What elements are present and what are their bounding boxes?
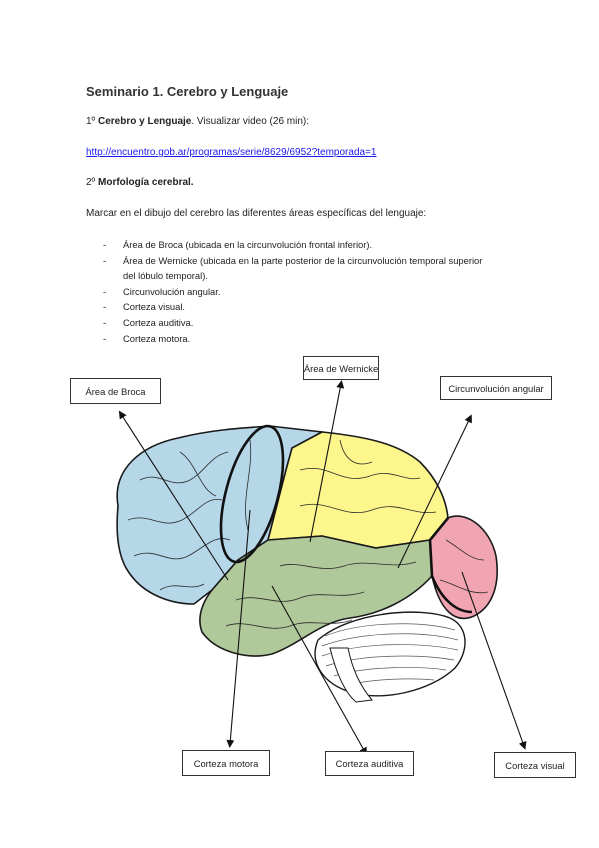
bullet-marker: -: [103, 239, 107, 250]
video-link[interactable]: http://encuentro.gob.ar/programas/serie/…: [86, 147, 377, 158]
list-item: - Corteza visual.: [103, 299, 482, 315]
list-item-continuation: del lóbulo temporal).: [103, 268, 482, 284]
broca-area-ellipse: [219, 424, 285, 564]
list-item-text: del lóbulo temporal).: [123, 270, 208, 282]
arrow-auditiva: [271, 585, 367, 756]
label-arrows: [118, 380, 527, 756]
list-item: - Corteza auditiva.: [103, 315, 482, 331]
section-1-number: 1º: [86, 116, 96, 127]
list-item-text: Corteza motora.: [123, 332, 191, 344]
arrow-broca: [118, 410, 229, 581]
section-2-number: 2º: [86, 177, 96, 188]
label-angular: Circunvolución angular: [440, 376, 552, 400]
section-2-heading: Morfología cerebral.: [98, 177, 194, 188]
list-item-text: Área de Wernicke (ubicada en la parte po…: [123, 254, 483, 266]
section-2-line: 2º Morfología cerebral.: [86, 177, 194, 188]
list-item: - Área de Broca (ubicada en la circunvolu…: [103, 237, 482, 253]
section-1-heading: Cerebro y Lenguaje: [98, 116, 192, 127]
label-motora: Corteza motora: [182, 750, 270, 776]
bullet-marker: -: [103, 254, 107, 266]
list-item-text: Corteza auditiva.: [123, 316, 194, 328]
section-1-text: . Visualizar video (26 min):: [191, 116, 310, 127]
brain-gyri: [127, 439, 489, 629]
label-visual: Corteza visual: [494, 752, 576, 778]
list-item-text: Corteza visual.: [123, 301, 186, 313]
list-item: - Área de Wernicke (ubicada en la parte p…: [103, 253, 482, 269]
arrow-visual: [461, 571, 527, 750]
label-broca: Área de Broca: [70, 378, 161, 404]
language-areas-list: - Área de Broca (ubicada en la circunvolu…: [103, 237, 482, 346]
instruction-text: Marcar en el dibujo del cerebro las dife…: [86, 208, 427, 219]
list-item: - Circunvolución angular.: [103, 284, 482, 300]
label-auditiva: Corteza auditiva: [325, 751, 414, 776]
bullet-marker: -: [103, 301, 107, 313]
parietal-lobe: [266, 431, 449, 549]
bullet-marker: -: [103, 316, 107, 328]
list-item-text: Circunvolución angular.: [123, 285, 221, 297]
parieto-occipital-border: [428, 517, 473, 614]
arrow-motora: [226, 509, 251, 748]
list-item-text: Área de Broca (ubicada en la circunvoluc…: [123, 239, 373, 250]
arrow-angular: [397, 414, 472, 569]
bullet-marker: -: [103, 332, 107, 344]
brain-stem: [329, 647, 373, 703]
document-title: Seminario 1. Cerebro y Lenguaje: [86, 84, 289, 99]
label-wernicke: Área de Wernicke: [303, 356, 379, 380]
section-1-line: 1º Cerebro y Lenguaje. Visualizar video …: [86, 116, 309, 127]
occipital-lobe: [429, 515, 498, 620]
list-item: - Corteza motora.: [103, 331, 482, 347]
bullet-marker: -: [103, 285, 107, 297]
arrow-wernicke: [309, 380, 345, 543]
